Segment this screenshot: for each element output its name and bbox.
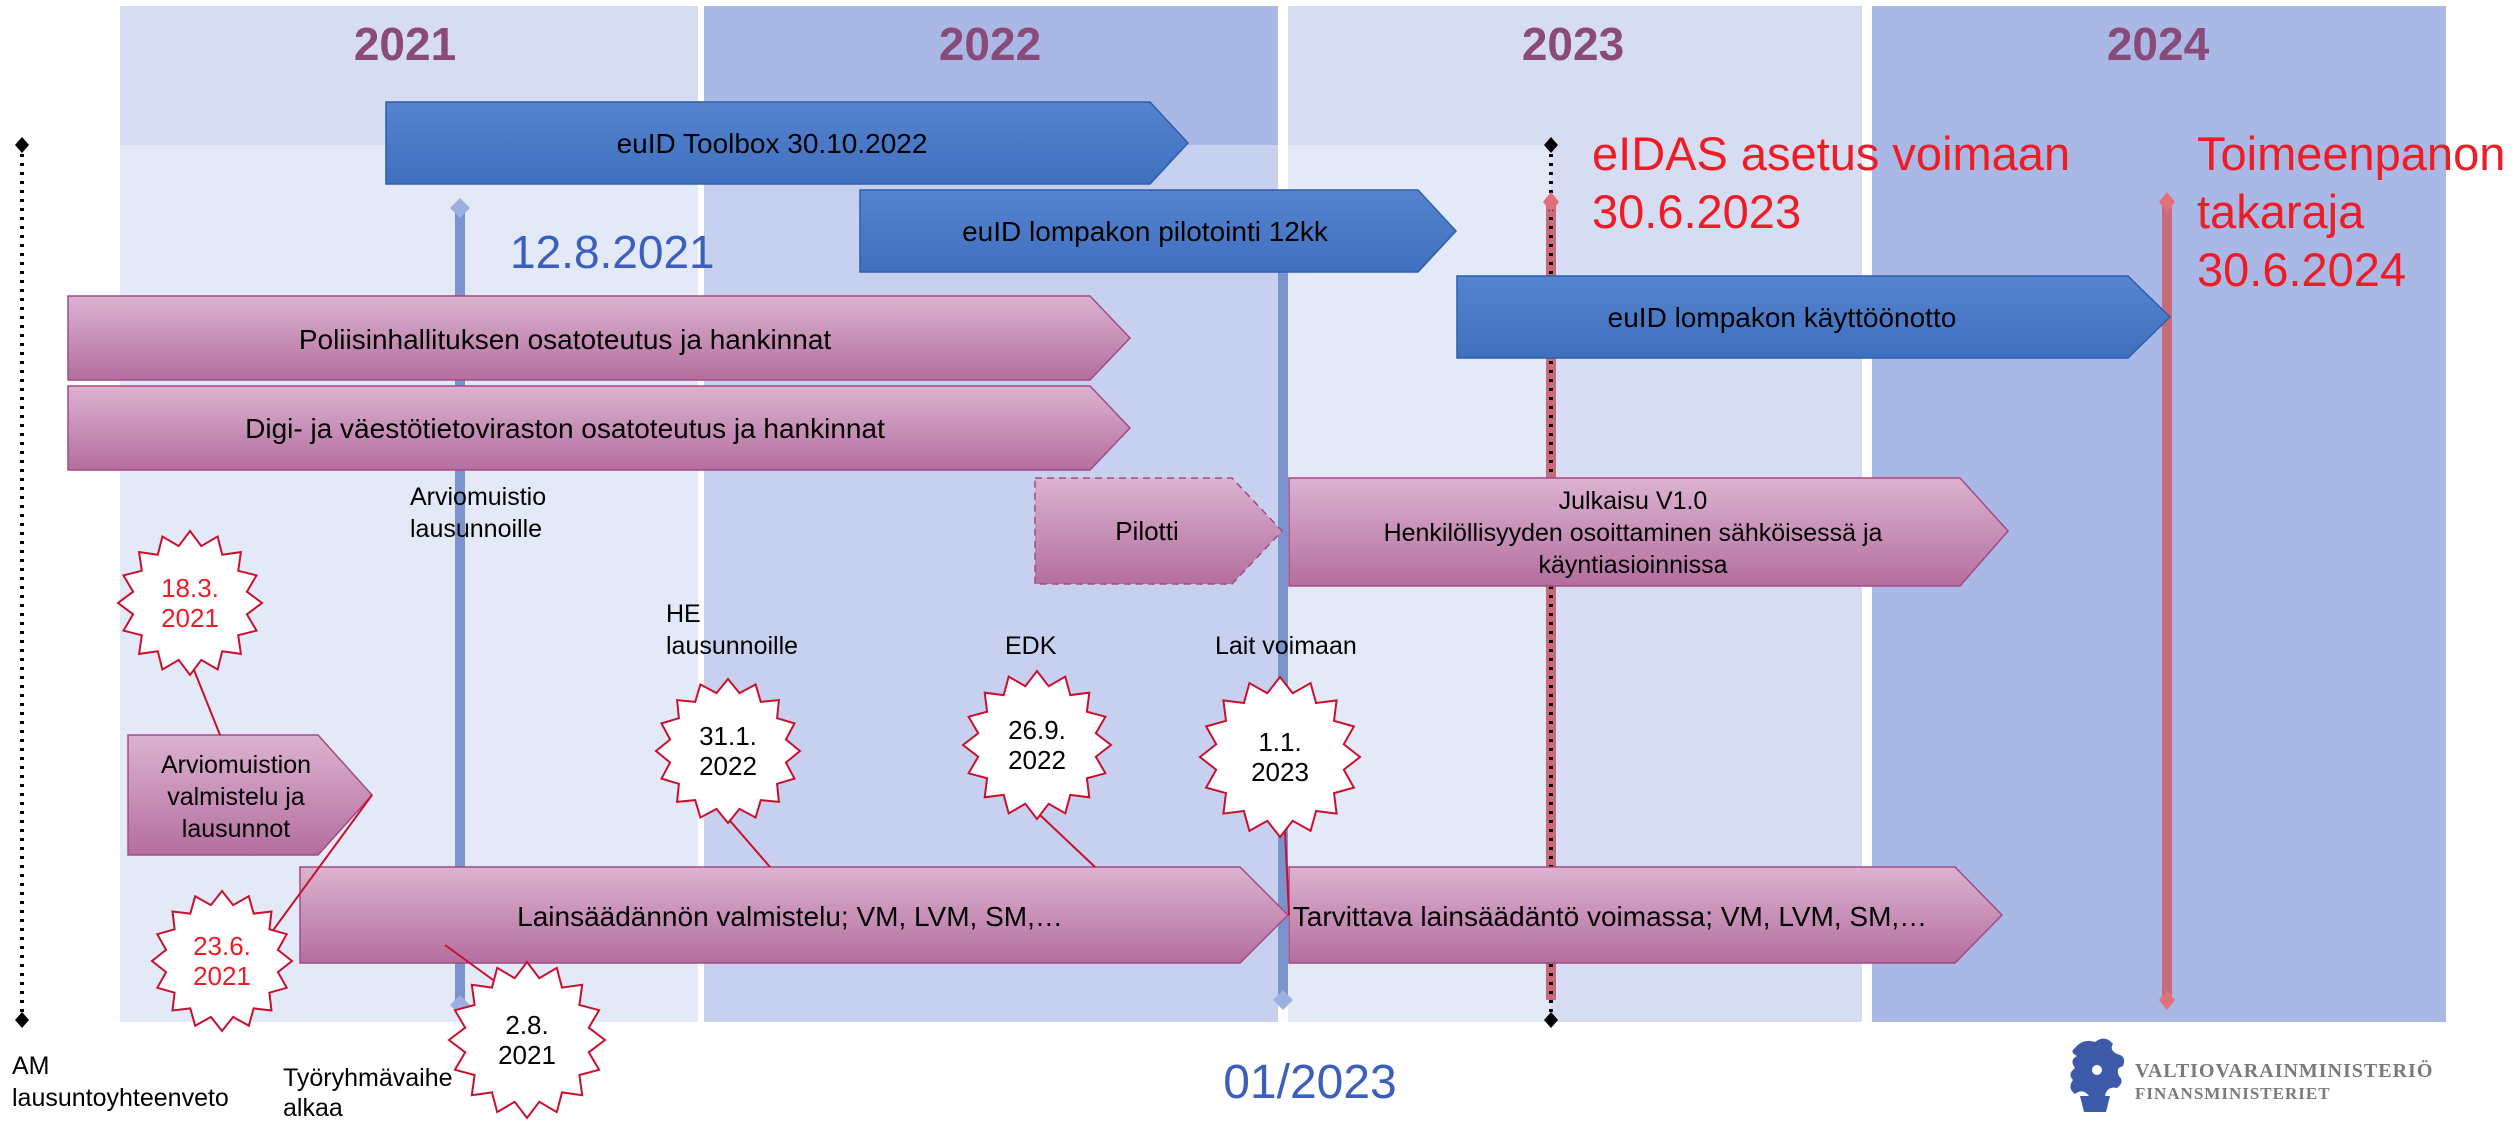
logo-line-1: VALTIOVARAINMINISTERIÖ (2135, 1059, 2433, 1082)
logo-line-2: FINANSMINISTERIET (2135, 1084, 2331, 1103)
milestone-stars: 18.3.202123.6.20212.8.202131.1.202226.9.… (116, 529, 1362, 1120)
year-label-2022: 2022 (939, 18, 1041, 70)
poliisi-label: Poliisinhallituksen osatoteutus ja hanki… (299, 324, 832, 355)
lion-emblem-icon (2070, 1038, 2125, 1112)
toolbox-label: euID Toolbox 30.10.2022 (617, 128, 928, 159)
eidas-label-1: eIDAS asetus voimaan (1592, 127, 2070, 180)
eidas-diamond-bottom (1544, 1012, 1558, 1028)
kayttoonotto-label: euID lompakon käyttöönotto (1608, 302, 1957, 333)
pilot-12kk-label: euID lompakon pilotointi 12kk (962, 216, 1329, 247)
pilot-12kk-arrow (859, 189, 1458, 273)
arviomuistio-valmistelu-3: lausunnot (182, 815, 290, 843)
year-label-2023: 2023 (1522, 18, 1624, 70)
year-label-2021: 2021 (354, 18, 456, 70)
star-1-1-2023-text-1: 1.1. (1258, 727, 1301, 757)
star-2-8-2021-text-2: 2021 (498, 1040, 556, 1070)
connector-2306 (254, 794, 373, 956)
kayttoonotto-arrow (1456, 275, 2172, 359)
connector-3101 (724, 814, 771, 868)
star-26-9-2022-text-1: 26.9. (1008, 715, 1066, 745)
milestone-diamond-top (450, 198, 470, 218)
lainsaadanto-label: Lainsäädännön valmistelu; VM, LVM, SM,… (517, 901, 1063, 932)
connector-2609 (1039, 814, 1096, 868)
year-label-2024: 2024 (2107, 18, 2210, 70)
star-18-3-2021 (116, 529, 264, 677)
toimeenpano-label-2: takaraja (2197, 185, 2365, 238)
he-lausunnoille-2: lausunnoille (666, 632, 798, 660)
start-diamond-bottom (15, 1012, 29, 1028)
arviomuistio-lausunnoille-1: Arviomuistio (410, 483, 546, 511)
arviomuistio-valmistelu-1: Arviomuistion (161, 751, 311, 779)
pilotti-arrow (1034, 477, 1284, 585)
star-23-6-2021-text-1: 23.6. (193, 931, 251, 961)
he-lausunnoille-1: HE (666, 600, 701, 628)
date-marker-01-2023: 01/2023 (1223, 1056, 1397, 1109)
star-18-3-2021-text-2: 2021 (161, 603, 219, 633)
deadline-diamond-bottom (2159, 990, 2175, 1010)
julkaisu-label-1: Julkaisu V1.0 (1559, 487, 1708, 515)
star-31-1-2022 (654, 677, 802, 825)
am-label-2: lausuntoyhteenveto (12, 1084, 229, 1112)
arviomuistio-lausunnoille-2: lausunnoille (410, 515, 542, 543)
connector-1803 (189, 659, 221, 736)
milestone-diamond-bottom-2023 (1273, 990, 1293, 1010)
deadline-diamond-top (2159, 192, 2175, 212)
toolbox-arrow (385, 101, 1190, 185)
julkaisu-label-3: käyntiasioinnissa (1539, 551, 1728, 579)
eidas-label-2: 30.6.2023 (1592, 185, 1801, 238)
eidas-diamond-red (1543, 192, 1559, 212)
start-diamond-top (15, 137, 29, 153)
poliisi-arrow (67, 295, 1132, 381)
eidas-diamond-top (1544, 137, 1558, 153)
toimeenpano-label-3: 30.6.2024 (2197, 243, 2406, 296)
edk-label: EDK (1005, 632, 1057, 660)
connector-0101 (1284, 829, 1290, 916)
tarvittava-arrow (1288, 866, 2004, 964)
star-26-9-2022-text-2: 2022 (1008, 745, 1066, 775)
star-1-1-2023 (1198, 675, 1362, 839)
arviomuistio-valmistelu-2: valmistelu ja (167, 783, 305, 811)
toimeenpano-label-1: Toimeenpanon (2197, 127, 2505, 180)
am-label-1: AM (12, 1052, 50, 1080)
ministry-logo: VALTIOVARAINMINISTERIÖ FINANSMINISTERIET (2070, 1038, 2433, 1112)
dvv-label: Digi- ja väestötietoviraston osatoteutus… (245, 413, 885, 444)
star-18-3-2021-text-1: 18.3. (161, 573, 219, 603)
lait-voimaan-label: Lait voimaan (1215, 632, 1357, 660)
pilotti-label: Pilotti (1115, 516, 1179, 546)
star-26-9-2022 (961, 669, 1113, 821)
tarvittava-label: Tarvittava lainsäädäntö voimassa; VM, LV… (1293, 901, 1927, 932)
arviomuistio-valmistelu-arrow (127, 734, 374, 856)
julkaisu-arrow (1288, 477, 2010, 587)
date-marker-12-8-2021: 12.8.2021 (510, 226, 715, 278)
star-1-1-2023-text-2: 2023 (1251, 757, 1309, 787)
dvv-arrow (67, 385, 1132, 471)
star-31-1-2022-text-2: 2022 (699, 751, 757, 781)
star-23-6-2021 (150, 889, 294, 1033)
star-31-1-2022-text-1: 31.1. (699, 721, 757, 751)
tyoryhmavaihe-label-1: Työryhmävaihe (283, 1064, 453, 1092)
star-2-8-2021-text-1: 2.8. (505, 1010, 548, 1040)
tyoryhmavaihe-label-2: alkaa (283, 1094, 343, 1122)
lainsaadanto-arrow (299, 866, 1290, 964)
star-23-6-2021-text-2: 2021 (193, 961, 251, 991)
star-2-8-2021 (447, 960, 607, 1120)
connector-0208 (444, 944, 501, 986)
julkaisu-label-2: Henkilöllisyyden osoittaminen sähköisess… (1384, 519, 1883, 547)
